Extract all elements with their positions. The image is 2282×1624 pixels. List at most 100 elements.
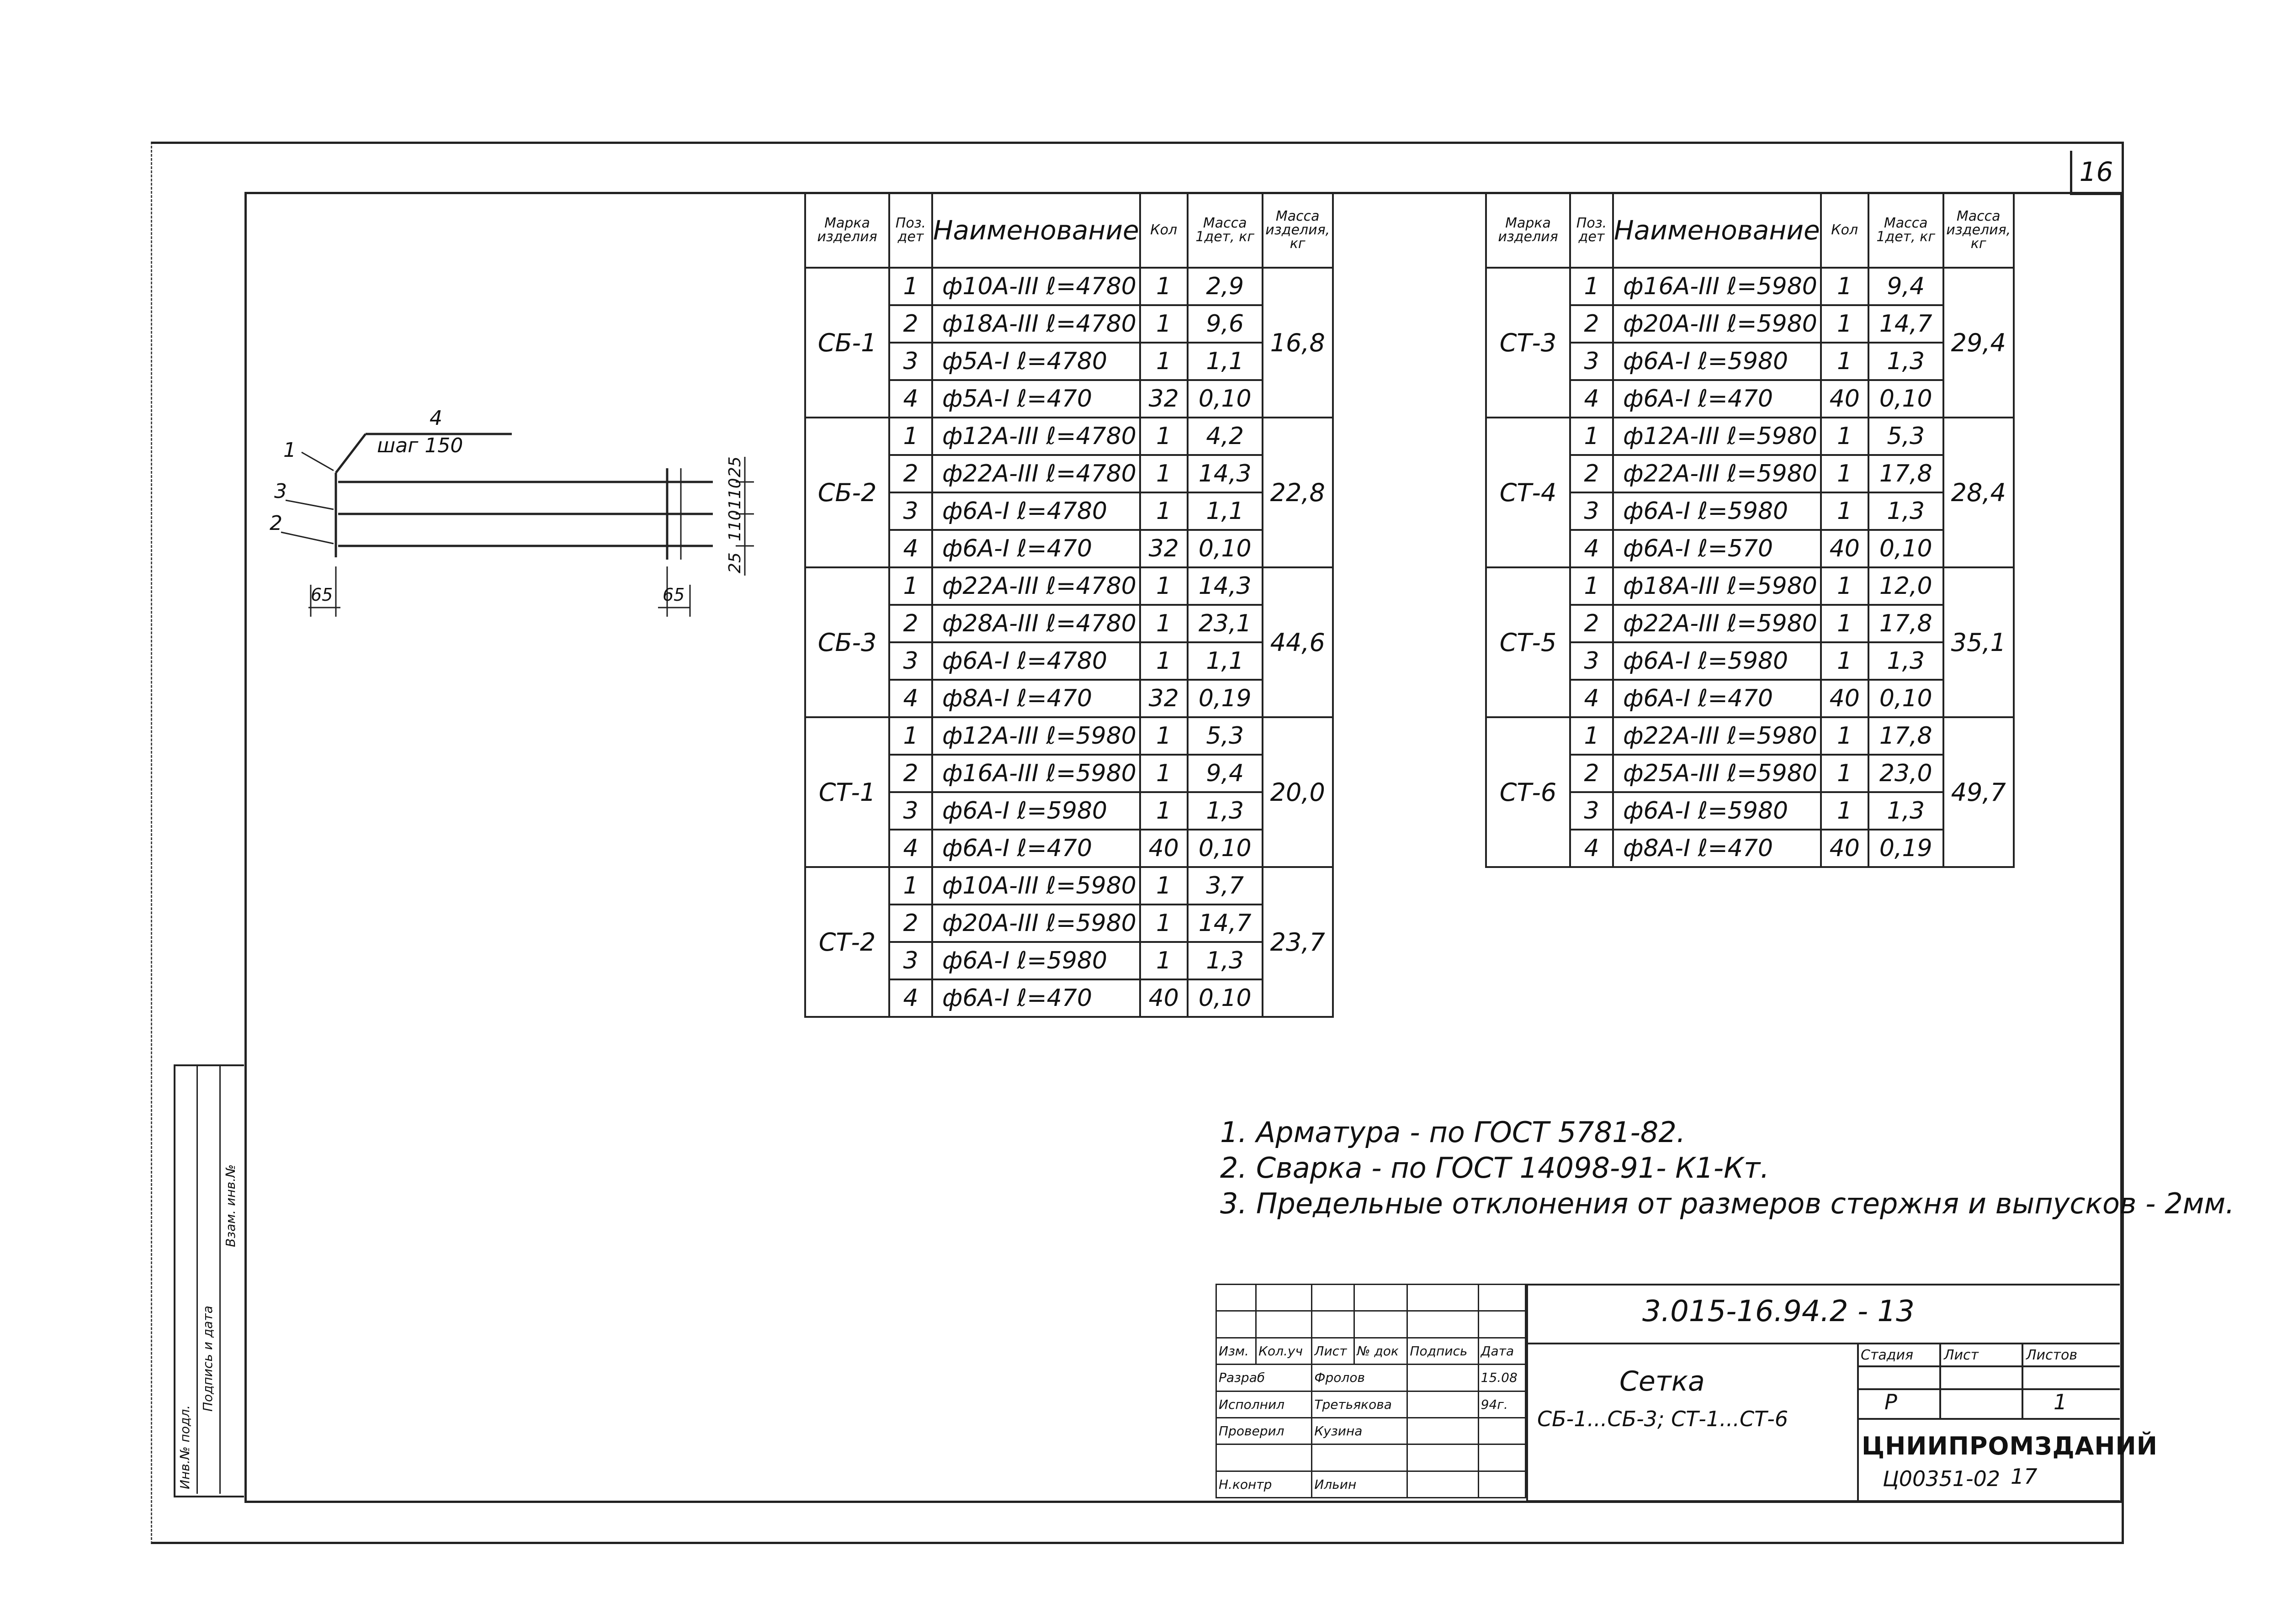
part-mass: 1,3 (1867, 791, 1944, 831)
bottom-number: 17 (2011, 1464, 2038, 1489)
mesh-drawing: 4 шаг 150 1 3 2 65 65 25 110 110 25 (270, 407, 754, 617)
stamp-date: 15.08 (1477, 1364, 1527, 1392)
part-quantity: 32 (1139, 529, 1189, 568)
part-position: 1 (1569, 566, 1614, 606)
note-1: 1. Арматура - по ГОСТ 5781-82. (1220, 1116, 1686, 1149)
part-position: 4 (888, 979, 933, 1018)
part-mass: 0,10 (1186, 829, 1263, 868)
part-name: ф10А-III ℓ=5980 (931, 866, 1141, 905)
part-mass: 14,3 (1186, 566, 1263, 606)
part-position: 1 (888, 566, 933, 606)
stamp-role: Разраб (1215, 1364, 1313, 1392)
part-name: ф22А-III ℓ=4780 (931, 454, 1141, 493)
part-position: 3 (888, 941, 933, 980)
part-position: 3 (888, 342, 933, 381)
part-name: ф5А-I ℓ=470 (931, 379, 1141, 418)
item-mark: СТ-3 (1485, 267, 1571, 418)
part-position: 2 (1569, 604, 1614, 643)
part-mass: 1,1 (1186, 342, 1263, 381)
label-step: шаг 150 (377, 434, 463, 457)
header-name: Наименование (1612, 192, 1822, 269)
part-position: 2 (888, 304, 933, 344)
part-name: ф22А-III ℓ=5980 (1612, 604, 1822, 643)
part-mass: 17,8 (1867, 454, 1944, 493)
part-position: 2 (1569, 754, 1614, 793)
part-mass: 14,7 (1867, 304, 1944, 344)
part-mass: 1,3 (1186, 941, 1263, 980)
part-name: ф12А-III ℓ=4780 (931, 417, 1141, 456)
part-mass: 23,1 (1186, 604, 1263, 643)
part-name: ф22А-III ℓ=5980 (1612, 454, 1822, 493)
header-mark: Марка изделия (804, 192, 890, 269)
part-name: ф22А-III ℓ=5980 (1612, 716, 1822, 756)
stamp-main: 3.015-16.94.2 - 13 Сетка СБ-1...СБ-3; СТ… (1526, 1284, 2157, 1502)
part-mass: 1,3 (1867, 342, 1944, 381)
header-pos: Поз. дет (888, 192, 933, 269)
part-name: ф22А-III ℓ=4780 (931, 566, 1141, 606)
item-mark: СБ-1 (804, 267, 890, 418)
part-name: ф6А-I ℓ=470 (931, 829, 1141, 868)
part-mass: 23,0 (1867, 754, 1944, 793)
part-quantity: 40 (1820, 529, 1869, 568)
part-quantity: 1 (1820, 492, 1869, 531)
part-quantity: 1 (1139, 417, 1189, 456)
part-quantity: 40 (1820, 379, 1869, 418)
part-mass: 0,10 (1867, 379, 1944, 418)
part-quantity: 1 (1139, 604, 1189, 643)
part-quantity: 40 (1820, 829, 1869, 868)
part-name: ф8А-I ℓ=470 (931, 679, 1141, 718)
dim-v1: 25 (726, 456, 744, 477)
stamp-col-sign: Подпись (1406, 1337, 1479, 1365)
header-qty: Кол (1820, 192, 1869, 269)
part-mass: 1,3 (1867, 641, 1944, 681)
part-quantity: 1 (1820, 304, 1869, 344)
item-mark: СТ-2 (804, 866, 890, 1018)
part-position: 1 (1569, 716, 1614, 756)
part-quantity: 1 (1139, 641, 1189, 681)
part-name: ф6А-I ℓ=5980 (931, 791, 1141, 831)
stamp-role: Исполнил (1215, 1390, 1313, 1418)
dim-right: 65 (663, 585, 685, 605)
item-total-mass: 44,6 (1261, 566, 1334, 718)
part-position: 1 (888, 866, 933, 905)
dim-v2: 110 (726, 478, 744, 509)
notes: 1. Арматура - по ГОСТ 5781-82. 2. Сварка… (1220, 1115, 2234, 1222)
part-name: ф6А-I ℓ=570 (1612, 529, 1822, 568)
part-name: ф6А-I ℓ=5980 (1612, 791, 1822, 831)
stamp-col-kol: Кол.уч (1255, 1337, 1313, 1365)
part-mass: 9,4 (1867, 267, 1944, 306)
part-position: 4 (888, 829, 933, 868)
part-mass: 9,4 (1186, 754, 1263, 793)
dim-left: 65 (311, 585, 333, 605)
stamp-person: Третьякова (1311, 1390, 1408, 1418)
part-quantity: 1 (1820, 604, 1869, 643)
part-name: ф18А-III ℓ=5980 (1612, 566, 1822, 606)
outer-frame (151, 142, 2124, 1544)
header-mass-one: Масса 1дет, кг (1186, 192, 1263, 269)
header-name: Наименование (931, 192, 1141, 269)
stamp-col-date: Дата (1477, 1337, 1527, 1365)
item-mark: СТ-4 (1485, 417, 1571, 568)
part-quantity: 40 (1139, 829, 1189, 868)
header-mark: Марка изделия (1485, 192, 1571, 269)
item-mark: СТ-6 (1485, 716, 1571, 868)
part-name: ф6А-I ℓ=5980 (1612, 492, 1822, 531)
part-quantity: 1 (1139, 304, 1189, 344)
part-position: 4 (1569, 679, 1614, 718)
item-total-mass: 29,4 (1942, 267, 2015, 418)
